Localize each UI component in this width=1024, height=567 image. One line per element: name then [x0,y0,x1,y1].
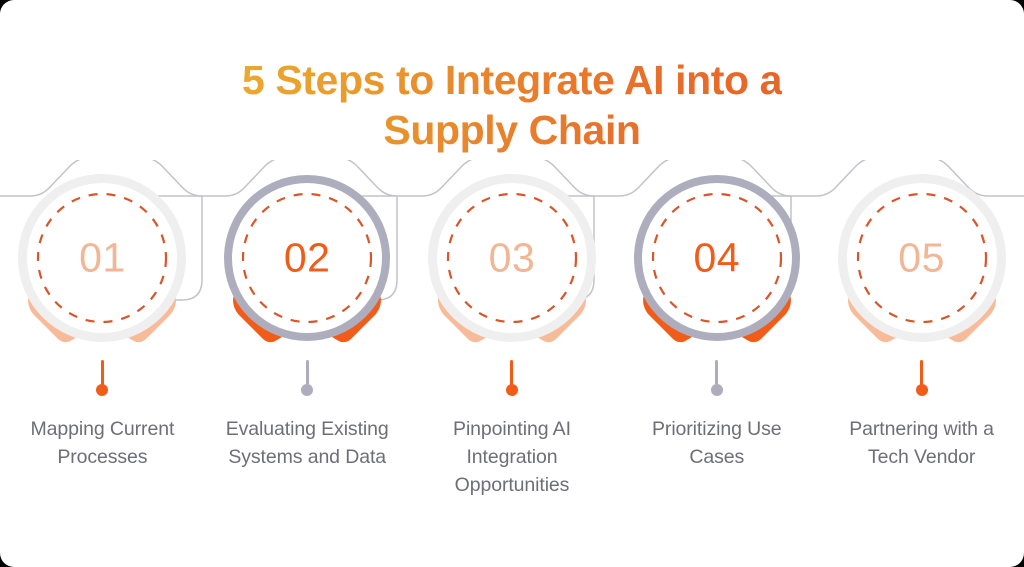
step-item-03[interactable]: 03 Pinpointing AI Integration Opportunit… [410,160,615,500]
step-connector-05 [915,360,928,396]
step-connector-01 [96,360,109,396]
step-circle-zone-04: 04 [619,160,815,356]
step-connector-03 [505,360,518,396]
connector-dot-01 [96,384,109,396]
step-circle-zone-03: 03 [414,160,610,356]
connector-dot-05 [915,384,928,396]
step-label-04: Prioritizing Use Cases [652,418,782,468]
step-circle-zone-05: 05 [824,160,1020,356]
step-label-03: Pinpointing AI Integration Opportunities [453,418,571,496]
step-item-01[interactable]: 01 Mapping Current Processes [0,160,205,500]
connector-line-01 [100,360,104,390]
step-circle-zone-01: 01 [4,160,200,356]
step-connector-04 [710,360,723,396]
title-block: 5 Steps to Integrate AI into a Supply Ch… [0,28,1024,183]
connector-dot-04 [710,384,723,396]
connector-line-03 [510,360,514,390]
step-label-05: Partnering with a Tech Vendor [849,418,994,468]
connector-line-05 [920,360,924,390]
step-item-04[interactable]: 04 Prioritizing Use Cases [614,160,819,500]
step-label-02: Evaluating Existing Systems and Data [225,418,389,468]
step-number-03: 03 [488,234,536,281]
step-number-01: 01 [79,234,126,281]
step-number-04: 04 [693,234,741,281]
page-title: 5 Steps to Integrate AI into a Supply Ch… [242,55,782,155]
step-circle-zone-02: 02 [209,160,405,356]
step-item-05[interactable]: 05 Partnering with a Tech Vendor [819,160,1024,500]
dashed-circle-05 [856,192,987,324]
connector-line-02 [305,360,309,390]
step-number-05: 05 [898,234,945,281]
connector-dot-02 [301,384,314,396]
step-label-01: Mapping Current Processes [30,418,175,468]
step-number-02: 02 [283,234,331,281]
connector-dot-03 [505,384,518,396]
step-connector-02 [301,360,314,396]
step-item-02[interactable]: 02 Evaluating Existing Systems and Data [205,160,410,500]
steps-row: 01 Mapping Current Processes 02 [0,160,1024,500]
connector-line-04 [715,360,719,390]
